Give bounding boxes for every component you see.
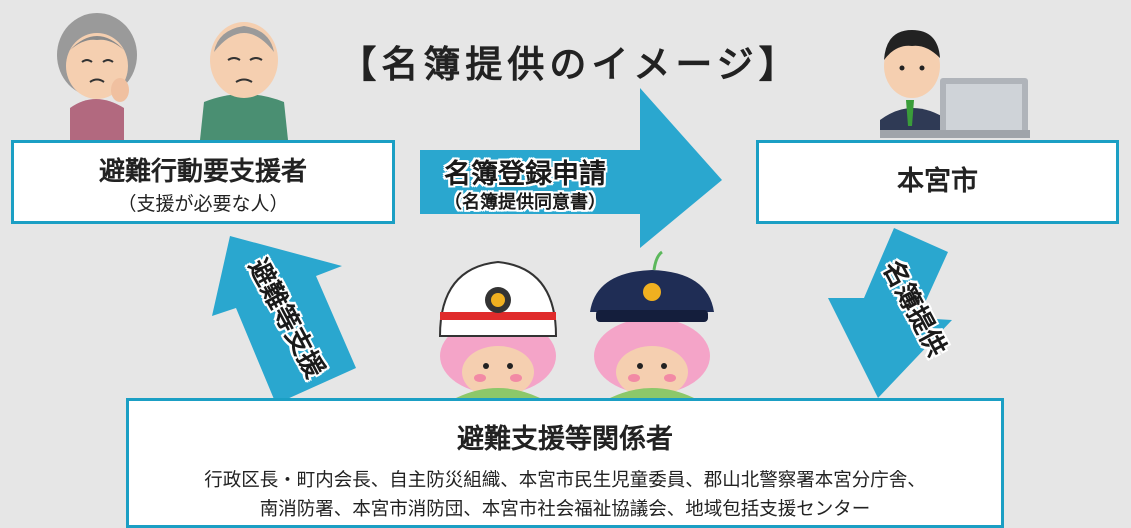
- provide-arrow: [828, 228, 952, 398]
- page-title: 【名簿提供のイメージ】: [339, 43, 801, 86]
- support-arrow: [212, 236, 356, 404]
- city-title: 本宮市: [897, 166, 978, 197]
- supporters-title: 避難支援等関係者: [457, 424, 673, 455]
- police-mascot-icon: [590, 250, 714, 398]
- elderly-man-icon: [200, 22, 288, 140]
- requester-subtitle: （支援が必要な人）: [117, 193, 289, 215]
- supporters-box: 避難支援等関係者 行政区長・町内会長、自主防災組織、本宮市民生児童委員、郡山北警…: [126, 398, 1004, 528]
- supporters-list-line1: 行政区長・町内会長、自主防災組織、本宮市民生児童委員、郡山北警察署本宮分庁舎、: [204, 470, 926, 491]
- requester-title: 避難行動要支援者: [98, 157, 307, 187]
- request-arrow-sublabel: （名簿提供同意書）: [444, 192, 606, 213]
- office-worker-icon: [880, 30, 1030, 138]
- request-arrow-label: 名簿登録申請: [444, 159, 606, 190]
- requester-box: 避難行動要支援者 （支援が必要な人）: [11, 140, 395, 224]
- elderly-woman-icon: [57, 13, 137, 140]
- city-box: 本宮市: [756, 140, 1119, 224]
- firefighter-mascot-icon: [438, 260, 558, 398]
- request-arrow: [420, 88, 722, 248]
- supporters-list-line2: 南消防署、本宮市消防団、本宮市社会福祉協議会、地域包括支援センター: [259, 499, 871, 520]
